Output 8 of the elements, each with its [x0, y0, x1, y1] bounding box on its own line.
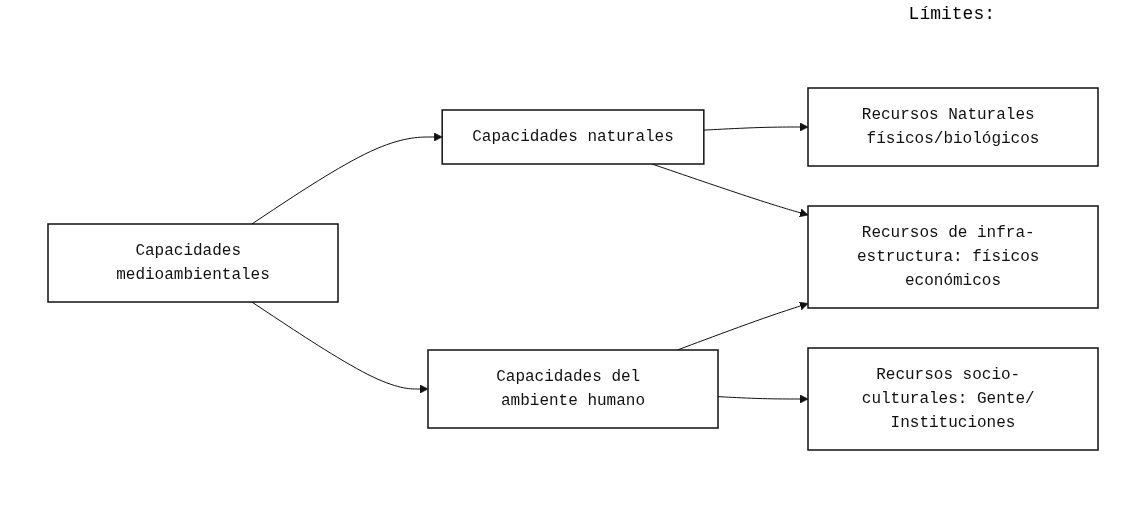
- node-box: Capacidades medioambientales: [46, 223, 339, 303]
- node-box: Recursos socio- culturales: Gente/ Instituciones: [806, 347, 1099, 451]
- node-box: Capacidades naturales: [440, 109, 705, 165]
- node-box: Recursos Naturales físicos/biológicos: [806, 87, 1099, 167]
- node-box: Recursos de infra- estructura: físicos económicos: [806, 205, 1099, 309]
- arrow: [717, 394, 808, 404]
- node-box: Capacidades del ambiente humano: [426, 349, 719, 429]
- column-heading: Límites:: [908, 4, 995, 24]
